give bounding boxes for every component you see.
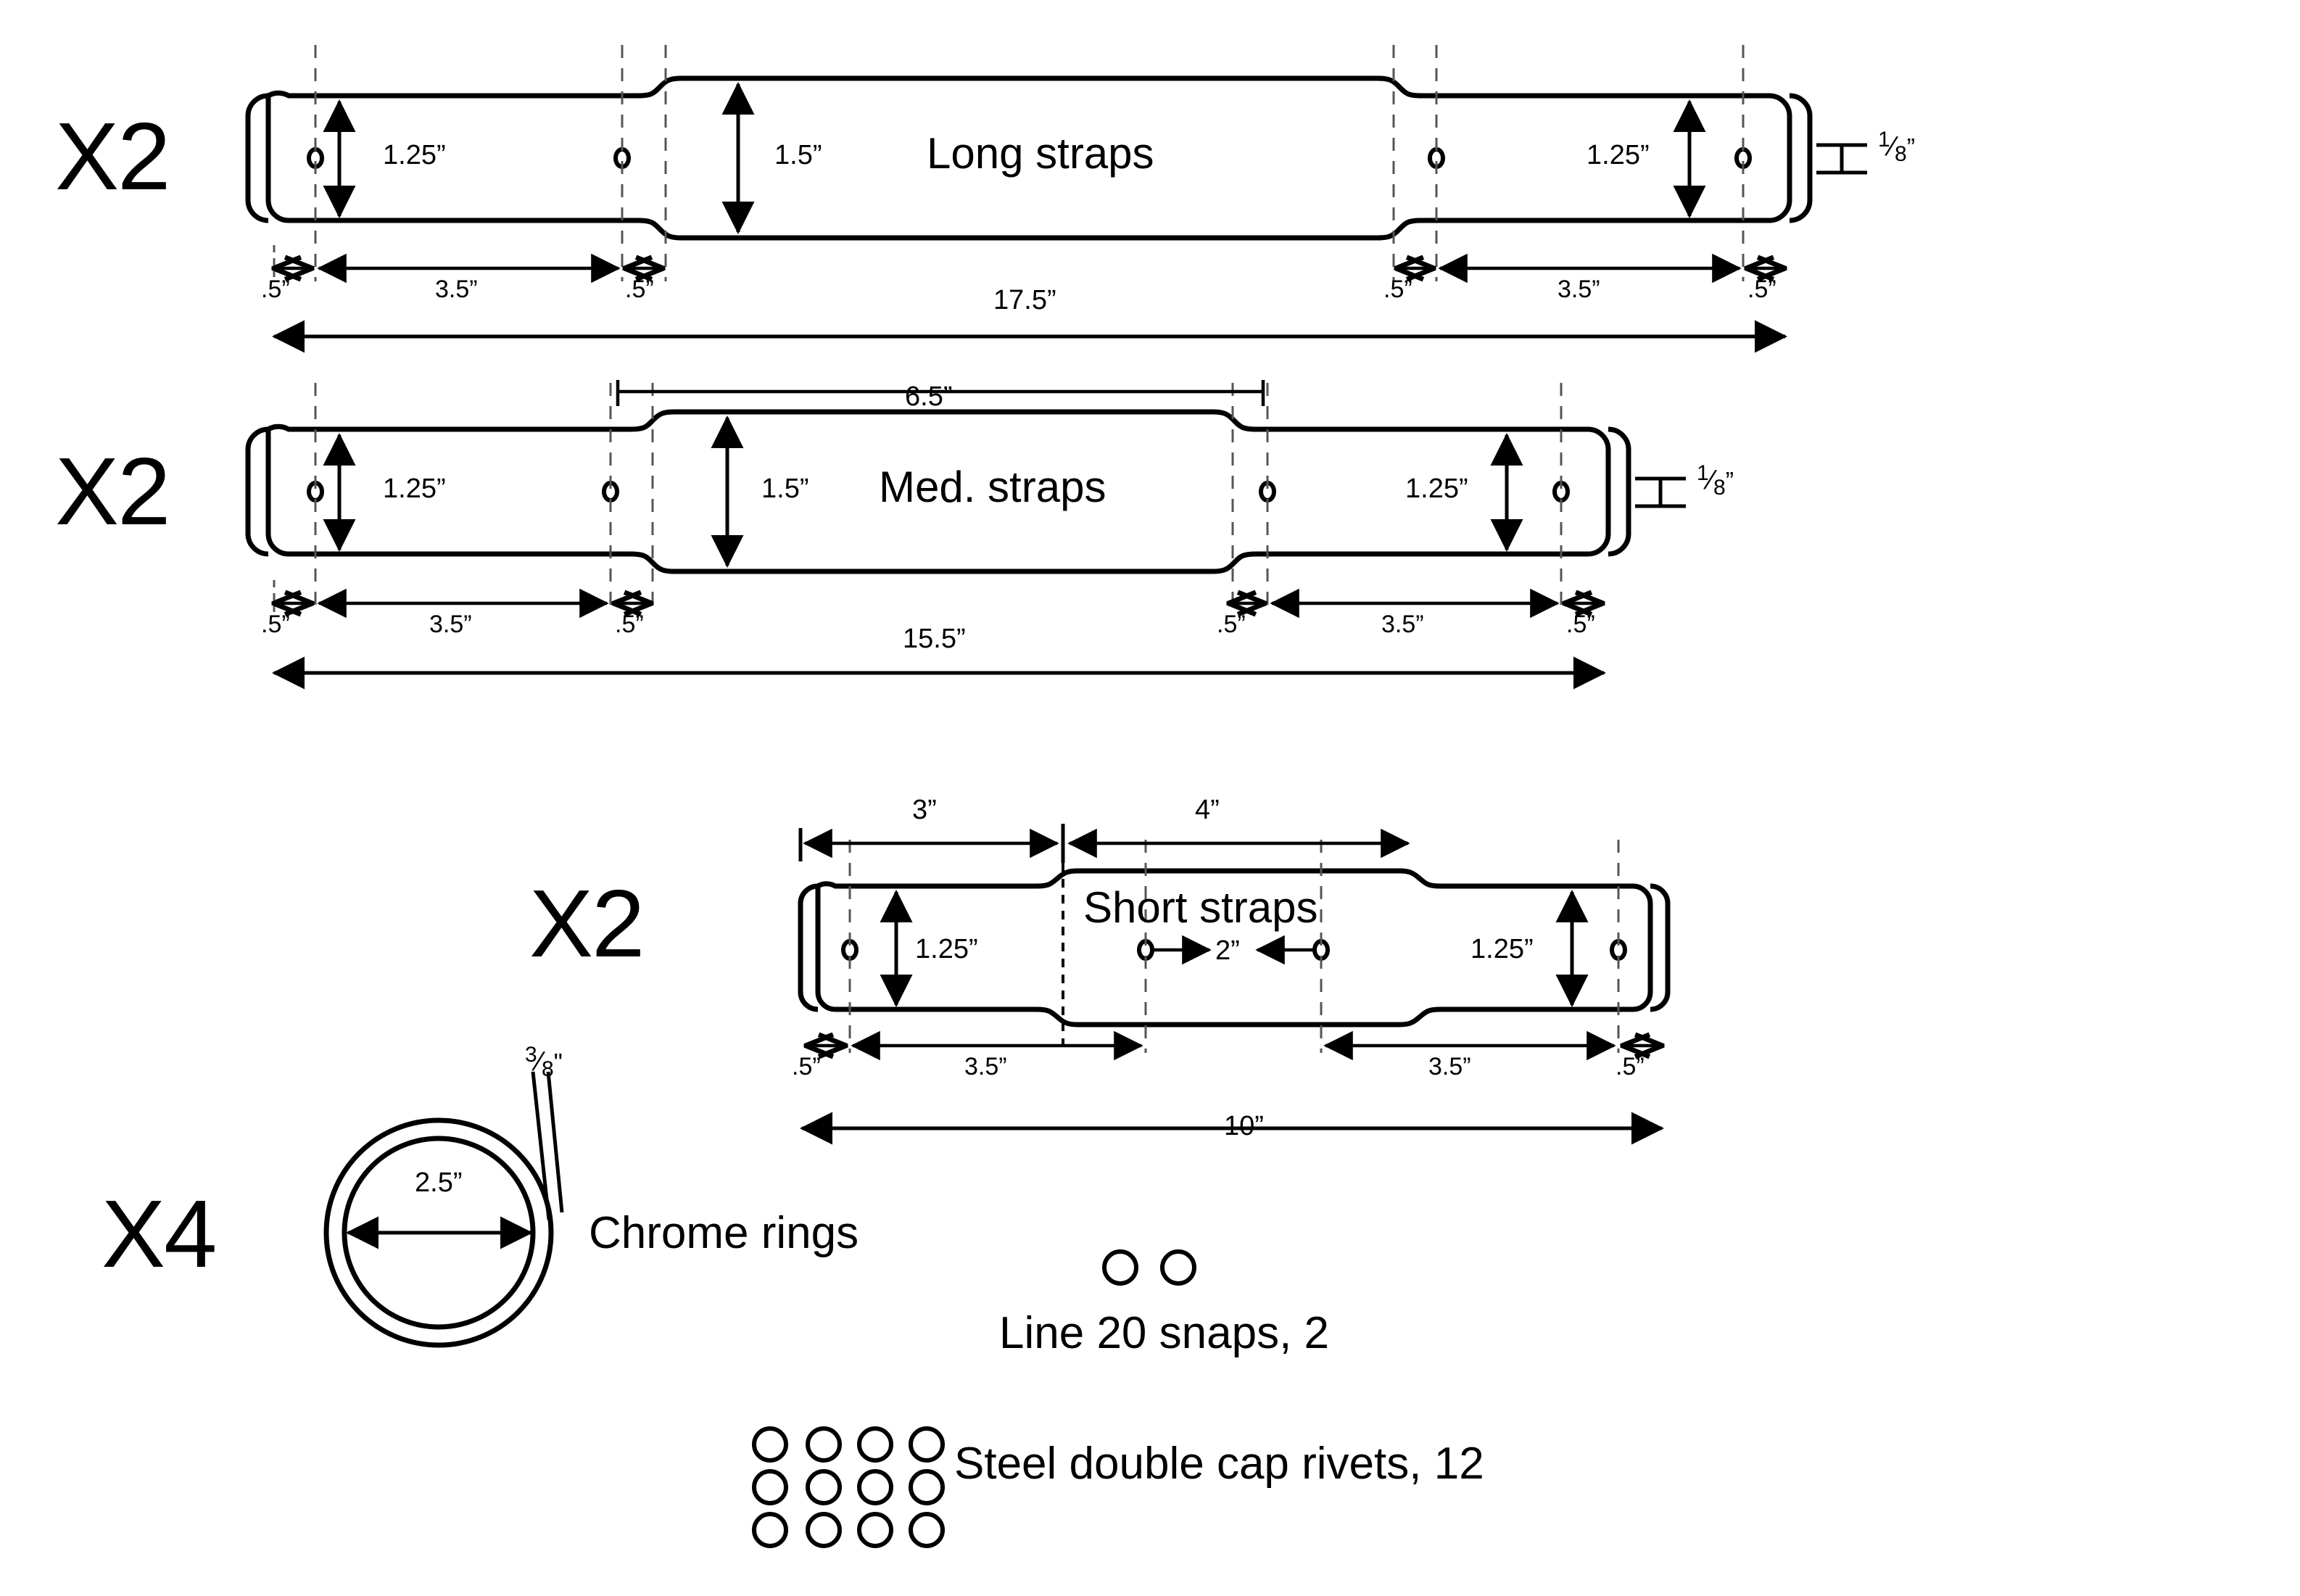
med-straps-name-label: Med. straps <box>879 463 1106 511</box>
med-strap-thickness-unit: ” <box>1725 467 1734 495</box>
short-strap-vertical-dimensions <box>880 889 1589 1008</box>
short-strap-right-dim-1: 3.5” <box>1428 1053 1471 1080</box>
med-strap-overall-dim-label: 15.5” <box>903 624 966 654</box>
med-strap-right-width-dim: 1.25” <box>1405 474 1468 504</box>
line-20-snaps-label: Line 20 snaps, 2 <box>999 1308 1330 1358</box>
short-strap-snap-spacing-label: 2” <box>1215 935 1240 966</box>
med-strap-left-dim-3: .5” <box>615 611 644 638</box>
med-strap-thickness-label: 1⁄8” <box>1697 461 1734 500</box>
short-strap-overall-dim-label: 10” <box>1224 1111 1264 1141</box>
med-strap-right-dim-1: .5” <box>1217 611 1246 638</box>
med-strap-thickness-denominator: 8 <box>1713 476 1726 500</box>
med-strap-left-width-dim: 1.25” <box>383 474 446 504</box>
line-20-snaps-graphic <box>1102 1249 1196 1286</box>
long-strap-construction-lines <box>314 45 1745 281</box>
long-strap-left-dim-3: .5” <box>625 276 654 303</box>
med-strap-vertical-dimensions <box>323 415 1523 568</box>
long-strap-right-width-dim: 1.25” <box>1587 140 1650 170</box>
med-strap-right-dim-2: 3.5” <box>1381 611 1424 638</box>
long-strap-outline <box>245 75 1813 241</box>
med-straps-qty-label: X2 <box>55 438 170 545</box>
med-strap-construction-lines <box>314 383 1563 613</box>
chrome-rings-qty-label: X4 <box>102 1181 217 1287</box>
chrome-ring-thickness-denominator: 8 <box>542 1057 554 1082</box>
long-strap-thickness-numerator: 1 <box>1878 128 1890 152</box>
med-strap-right-dim-3: .5” <box>1566 611 1595 638</box>
med-strap-thickness-symbol <box>1635 476 1686 508</box>
short-strap-construction-lines <box>848 840 1620 1053</box>
med-strap-center-width-dim: 1.5” <box>761 474 809 504</box>
med-strap-left-dimension-chain <box>274 580 651 619</box>
med-strap-left-dim-2: 3.5” <box>429 611 472 638</box>
long-strap-thickness-denominator: 8 <box>1895 142 1907 167</box>
chrome-rings-name-label: Chrome rings <box>589 1208 859 1258</box>
steel-rivets-graphic <box>752 1426 945 1548</box>
long-strap-right-dim-3: .5” <box>1747 276 1776 303</box>
med-strap-center-length-dim: 6.5” <box>905 381 953 412</box>
long-strap-center-width-dim: 1.5” <box>774 140 822 170</box>
long-strap-overall-dim-label: 17.5” <box>993 285 1056 315</box>
steel-rivets-label: Steel double cap rivets, 12 <box>954 1439 1484 1489</box>
long-strap-left-width-dim: 1.25” <box>383 140 446 170</box>
short-strap-left-dim-1: .5” <box>792 1053 821 1080</box>
short-strap-top-dim-2: 4” <box>1195 795 1220 825</box>
short-strap-right-dim-2: .5” <box>1616 1053 1645 1080</box>
long-strap-thickness-unit: ” <box>1906 133 1916 162</box>
long-straps-qty-label: X2 <box>55 103 170 210</box>
short-strap-top-dim-1: 3” <box>912 795 937 825</box>
long-strap-vertical-dimensions <box>323 81 1706 235</box>
short-strap-left-dim-2: 3.5” <box>964 1053 1007 1080</box>
chrome-ring-thickness-numerator: 3 <box>525 1043 537 1067</box>
long-strap-left-dimension-chain <box>274 245 663 284</box>
short-strap-left-width-dim: 1.25” <box>915 934 978 964</box>
long-strap-left-dim-1: .5” <box>261 276 290 303</box>
chrome-ring-graphic <box>323 1071 564 1348</box>
med-strap-left-dim-1: .5” <box>261 611 290 638</box>
long-strap-left-dim-2: 3.5” <box>435 276 478 303</box>
short-strap-right-width-dim: 1.25” <box>1470 934 1534 964</box>
long-straps-name-label: Long straps <box>927 129 1154 178</box>
short-strap-outline <box>798 868 1671 1028</box>
long-strap-right-dim-1: .5” <box>1383 276 1412 303</box>
chrome-ring-thickness-unit: " <box>553 1049 563 1077</box>
long-strap-thickness-label: 1⁄8” <box>1878 128 1916 167</box>
long-strap-thickness-symbol <box>1816 143 1867 175</box>
med-strap-outline <box>245 409 1631 574</box>
med-strap-thickness-numerator: 1 <box>1697 461 1709 485</box>
chrome-ring-inner-diameter-label: 2.5” <box>415 1167 463 1198</box>
short-straps-name-label: Short straps <box>1083 883 1318 932</box>
long-strap-right-dim-2: 3.5” <box>1558 276 1600 303</box>
short-straps-qty-label: X2 <box>529 870 645 977</box>
chrome-ring-stock-thickness-label: 3⁄8" <box>525 1043 563 1082</box>
med-strap-center-dimension <box>616 380 1265 406</box>
short-strap-top-dimension-chain <box>798 824 1410 863</box>
